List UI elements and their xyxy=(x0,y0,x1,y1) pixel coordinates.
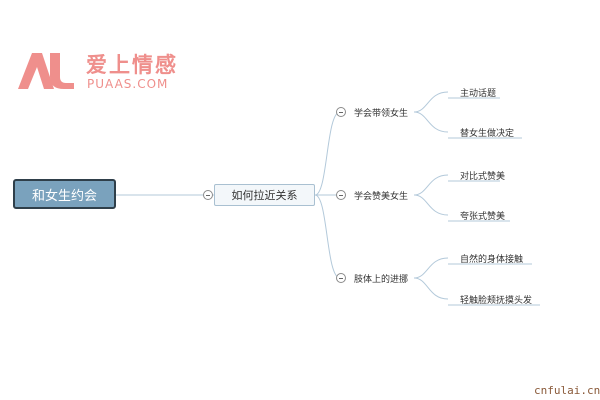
watermark: cnfulai.cn xyxy=(534,384,600,397)
branch-node-1[interactable]: 学会带领女生 xyxy=(354,109,409,119)
leaf-node[interactable]: 轻触脸颊抚摸头发 xyxy=(460,296,533,306)
branch-2-collapse-icon[interactable] xyxy=(336,190,346,200)
brand-logo: 爱上情感 PUAAS.COM xyxy=(14,47,184,97)
branch-3-collapse-icon[interactable] xyxy=(336,273,346,283)
connector-branch-2-leaves xyxy=(413,174,449,216)
main-topic-label: 如何拉近关系 xyxy=(231,189,298,202)
connector-branch-3-leaves xyxy=(413,257,449,300)
leaf-node[interactable]: 自然的身体接触 xyxy=(460,255,524,265)
connector-main-branch-1 xyxy=(314,111,341,196)
leaf-node[interactable]: 主动话题 xyxy=(460,89,497,99)
connector-main-branch-3 xyxy=(314,194,341,279)
main-topic-node[interactable]: 如何拉近关系 xyxy=(214,184,315,206)
branch-node-3[interactable]: 肢体上的进挪 xyxy=(354,275,409,285)
root-node-label: 和女生约会 xyxy=(31,188,97,204)
leaf-node[interactable]: 对比式赞美 xyxy=(460,172,506,182)
leaf-node[interactable]: 替女生做决定 xyxy=(460,129,515,139)
logo-brand-cn: 爱上情感 xyxy=(86,53,178,77)
branch-1-collapse-icon[interactable] xyxy=(336,107,346,117)
collapse-toggle-icon[interactable] xyxy=(203,190,213,200)
root-node[interactable]: 和女生约会 xyxy=(13,179,116,209)
logo-mark-icon xyxy=(18,53,74,89)
logo-brand-en: PUAAS.COM xyxy=(87,77,169,91)
leaf-node[interactable]: 夸张式赞美 xyxy=(460,212,506,222)
connector-branch-1-leaves xyxy=(413,91,449,133)
leaf-underlines xyxy=(448,97,540,306)
branch-node-2[interactable]: 学会赞美女生 xyxy=(354,192,409,202)
